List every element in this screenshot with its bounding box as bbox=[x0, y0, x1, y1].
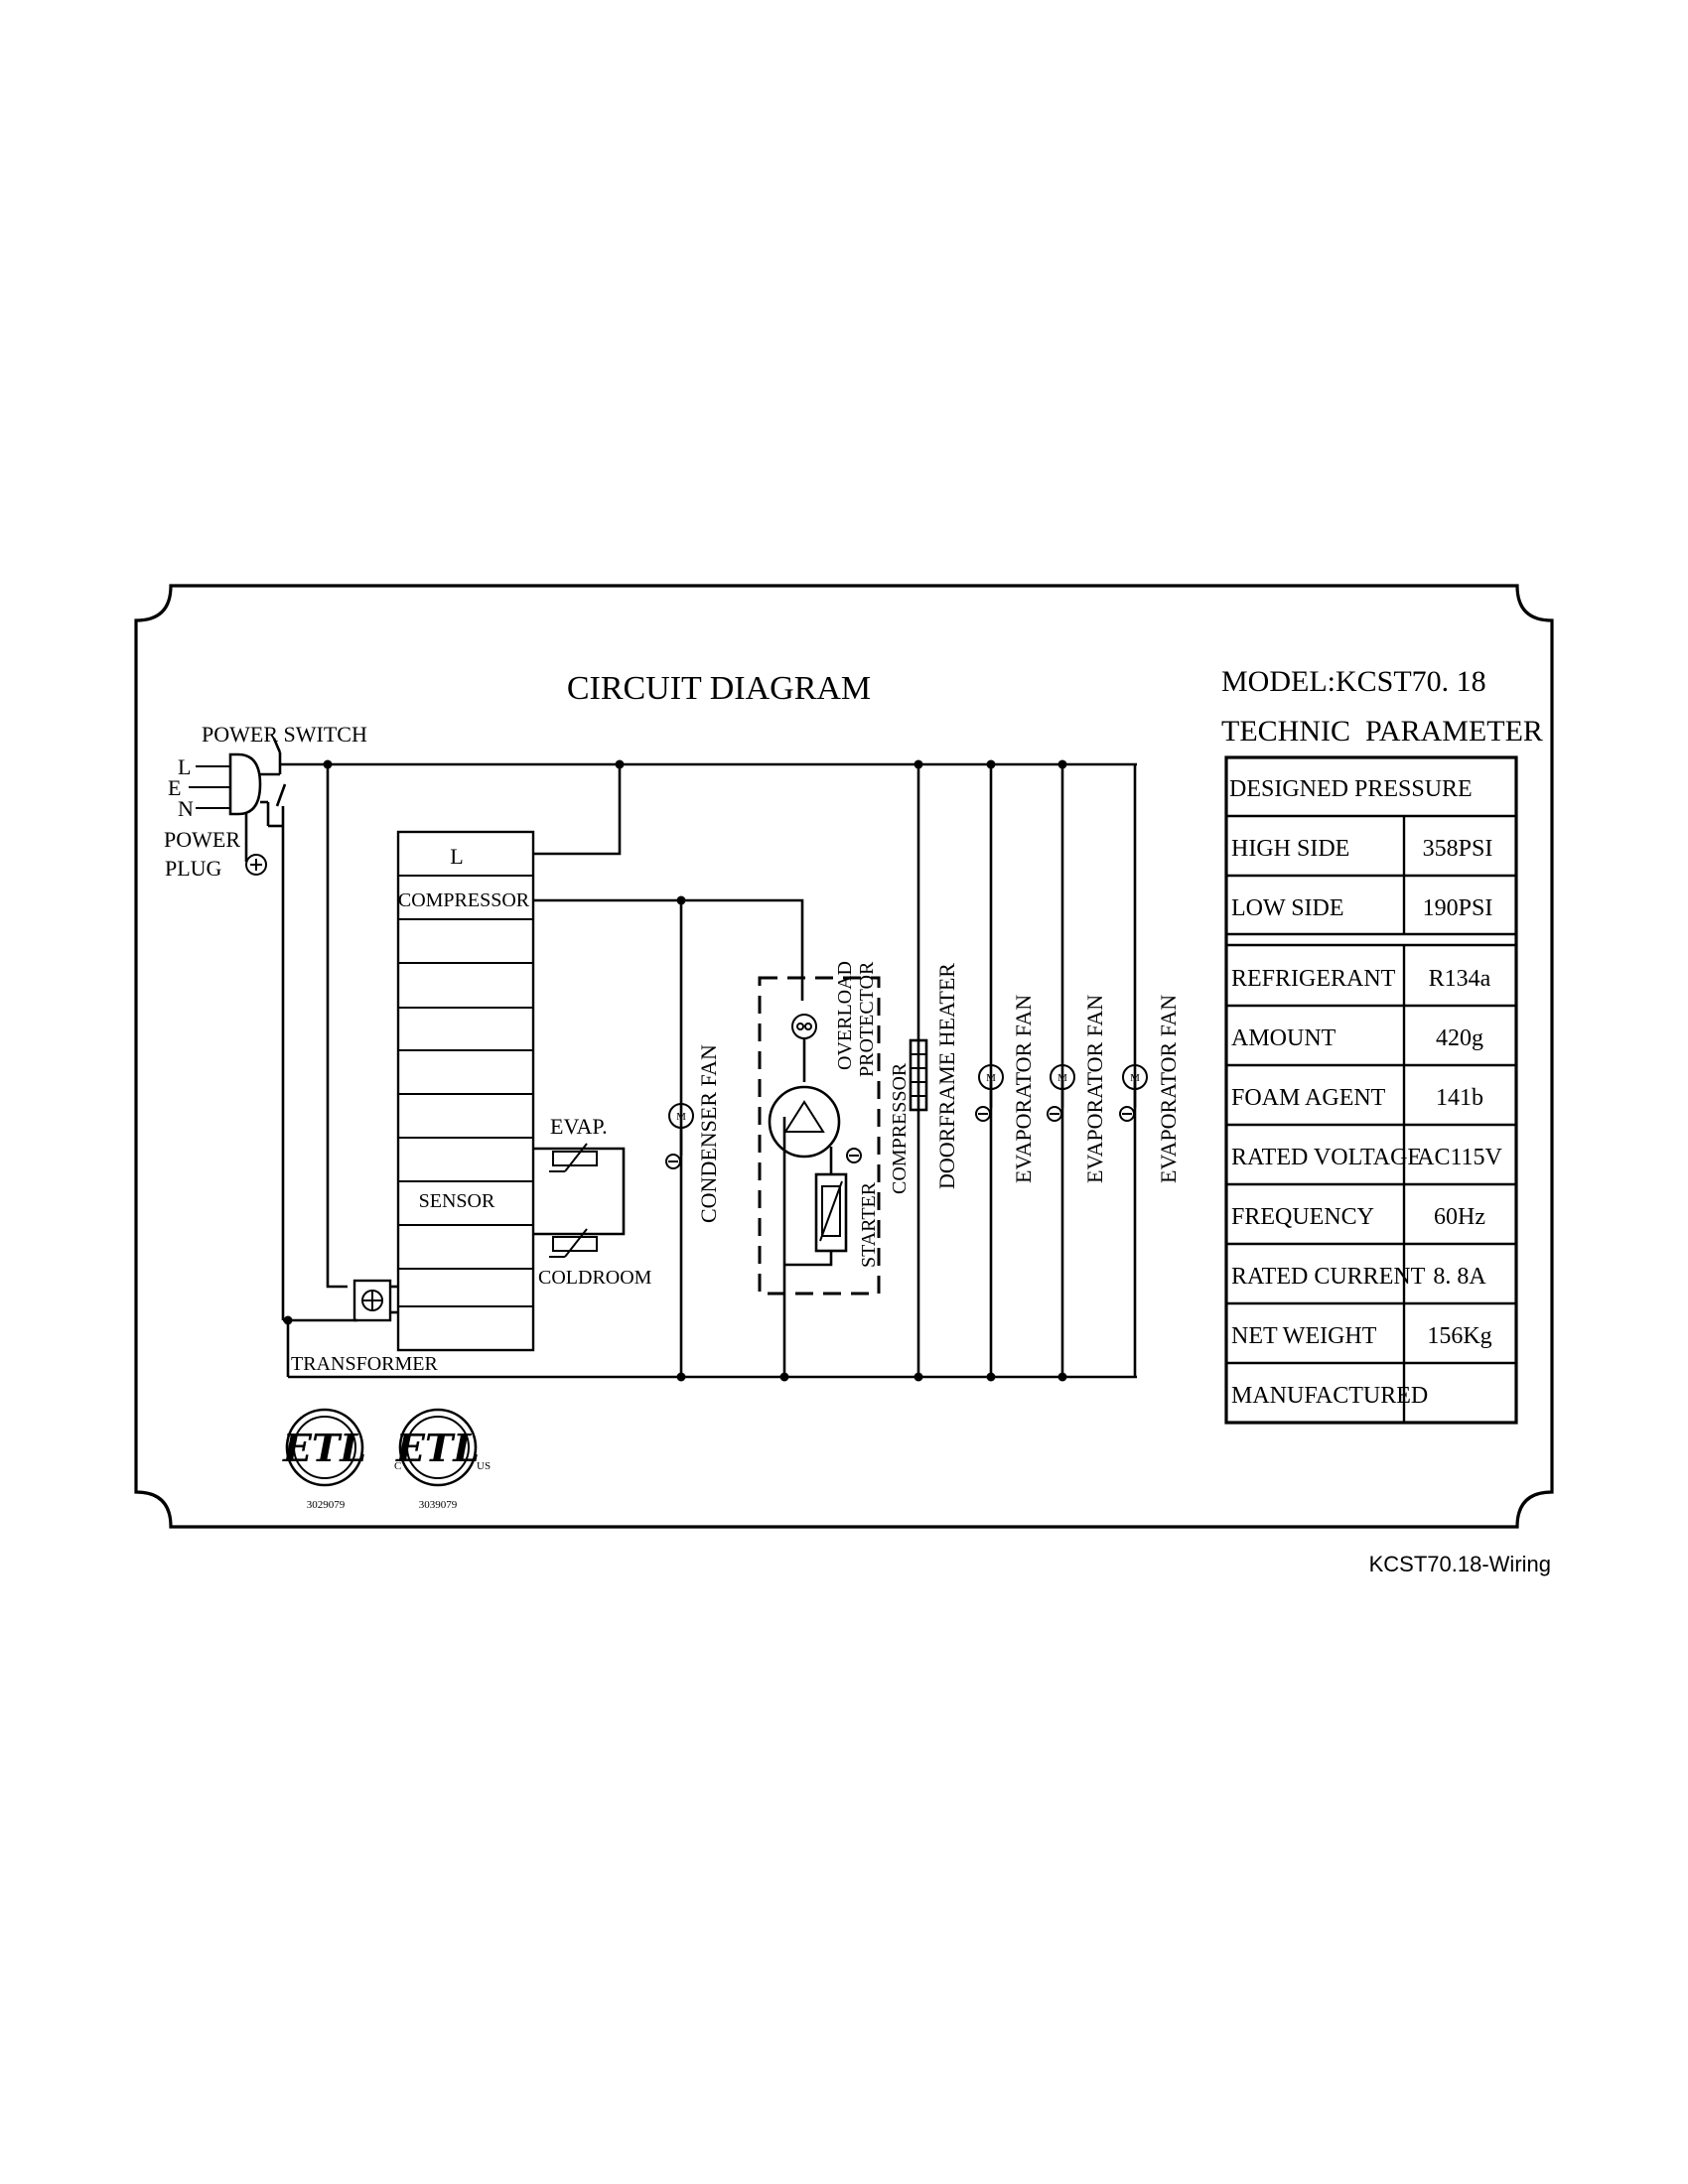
evap-label: EVAP. bbox=[550, 1114, 608, 1139]
condenser-fan-label: CONDENSER FAN bbox=[696, 1044, 721, 1223]
controller-l-label: L bbox=[450, 844, 463, 869]
transformer: TRANSFORMER bbox=[291, 1279, 438, 1375]
transformer-label: TRANSFORMER bbox=[291, 1353, 438, 1375]
svg-text:ETL: ETL bbox=[282, 1426, 366, 1470]
svg-text:M: M bbox=[1057, 1072, 1067, 1084]
param-value: R134a bbox=[1429, 966, 1491, 992]
technic-parameter-heading: TECHNIC PARAMETER bbox=[1221, 715, 1543, 748]
evaporator-fan-2: M EVAPORATOR FAN bbox=[1047, 995, 1107, 1183]
param-value: 156Kg bbox=[1427, 1323, 1491, 1349]
param-value: AC115V bbox=[1417, 1145, 1502, 1170]
etl-logo-icon bbox=[285, 1408, 364, 1487]
evaporator-fan-1-label: EVAPORATOR FAN bbox=[1011, 995, 1036, 1183]
parameter-table: DESIGNED PRESSURE HIGH SIDE 358PSI LOW S… bbox=[1224, 755, 1518, 1425]
model-number: MODEL:KCST70. 18 bbox=[1221, 665, 1486, 698]
svg-text:US: US bbox=[477, 1460, 491, 1472]
wiring bbox=[280, 759, 1137, 1382]
condenser-fan: M CONDENSER FAN bbox=[665, 1044, 721, 1223]
param-label: RATED CURRENT bbox=[1231, 1264, 1426, 1290]
designed-pressure-label: DESIGNED PRESSURE bbox=[1229, 776, 1473, 802]
heater-icon bbox=[909, 1038, 928, 1112]
param-value: 420g bbox=[1436, 1025, 1483, 1051]
svg-text:M: M bbox=[1130, 1072, 1140, 1084]
param-value: 60Hz bbox=[1434, 1204, 1485, 1230]
param-label: FOAM AGENT bbox=[1231, 1085, 1386, 1111]
controller-compressor-label: COMPRESSOR bbox=[398, 889, 530, 911]
etl-number-2: 3039079 bbox=[419, 1499, 458, 1511]
evaporator-fan-2-label: EVAPORATOR FAN bbox=[1082, 995, 1107, 1183]
controller-sensor-label: SENSOR bbox=[419, 1190, 495, 1212]
etl-mark-2: ETL C US 3039079 bbox=[394, 1408, 491, 1511]
param-value: 358PSI bbox=[1423, 836, 1493, 862]
compressor-label: COMPRESSOR bbox=[889, 1062, 911, 1194]
power-switch-icon bbox=[272, 738, 282, 753]
etl-mark-1: ETL 3029079 bbox=[282, 1408, 366, 1511]
svg-text:M: M bbox=[986, 1072, 996, 1084]
evaporator-fan-3: M EVAPORATOR FAN bbox=[1119, 995, 1181, 1183]
doorframe-heater-label: DOORFRAME HEATER bbox=[934, 963, 959, 1189]
evaporator-fan-3-label: EVAPORATOR FAN bbox=[1156, 995, 1181, 1183]
param-value: 190PSI bbox=[1423, 895, 1493, 921]
overload-protector-label-1: OVERLOAD bbox=[834, 961, 856, 1070]
evaporator-fan-3-motor-icon bbox=[1122, 1064, 1148, 1090]
power-plug: POWER SWITCH L E N POWER PLUG bbox=[164, 722, 367, 1320]
evaporator-fan-2-motor-icon bbox=[1050, 1064, 1075, 1090]
param-label: HIGH SIDE bbox=[1231, 836, 1349, 862]
plug-label: PLUG bbox=[165, 856, 222, 881]
param-label: REFRIGERANT bbox=[1231, 966, 1396, 992]
param-label: FREQUENCY bbox=[1231, 1204, 1374, 1230]
param-label: MANUFACTURED bbox=[1231, 1383, 1428, 1409]
svg-text:M: M bbox=[676, 1111, 686, 1123]
param-label: NET WEIGHT bbox=[1231, 1323, 1377, 1349]
diagram-title: CIRCUIT DIAGRAM bbox=[567, 670, 871, 707]
evaporator-fan-1: M EVAPORATOR FAN bbox=[975, 995, 1036, 1183]
page-caption: KCST70.18-Wiring bbox=[1369, 1552, 1551, 1576]
param-label: AMOUNT bbox=[1231, 1025, 1336, 1051]
plug-l-label: L bbox=[178, 754, 191, 779]
plug-e-label: E bbox=[168, 775, 181, 800]
power-label: POWER bbox=[164, 827, 240, 852]
plate-border bbox=[134, 584, 1554, 1529]
svg-text:ETL: ETL bbox=[395, 1426, 480, 1470]
starter-label: STARTER bbox=[858, 1181, 880, 1268]
doorframe-heater: DOORFRAME HEATER bbox=[909, 963, 959, 1189]
etl-number-1: 3029079 bbox=[307, 1499, 346, 1511]
compressor-motor-icon bbox=[768, 1085, 841, 1159]
compressor-assembly: OVERLOAD PROTECTOR COMPRESSOR STARTER bbox=[758, 961, 911, 1296]
power-switch-label: POWER SWITCH bbox=[202, 722, 367, 747]
coldroom-label: COLDROOM bbox=[538, 1267, 652, 1289]
plug-ground-icon bbox=[245, 854, 267, 876]
param-value: 8. 8A bbox=[1433, 1264, 1486, 1290]
plug-n-label: N bbox=[178, 796, 194, 821]
param-label: RATED VOLTAGE bbox=[1231, 1145, 1422, 1170]
param-label: LOW SIDE bbox=[1231, 895, 1344, 921]
svg-text:C: C bbox=[394, 1460, 401, 1472]
etl-logo-icon bbox=[398, 1408, 478, 1487]
controller-terminal-block: L COMPRESSOR SENSOR bbox=[396, 830, 535, 1352]
overload-protector-label-2: PROTECTOR bbox=[856, 961, 878, 1077]
evaporator-fan-1-motor-icon bbox=[978, 1064, 1004, 1090]
evap-sensor: EVAP. bbox=[549, 1114, 608, 1172]
condenser-fan-motor-icon bbox=[668, 1103, 694, 1129]
coldroom-sensor: COLDROOM bbox=[538, 1228, 652, 1289]
param-value: 141b bbox=[1436, 1085, 1483, 1111]
